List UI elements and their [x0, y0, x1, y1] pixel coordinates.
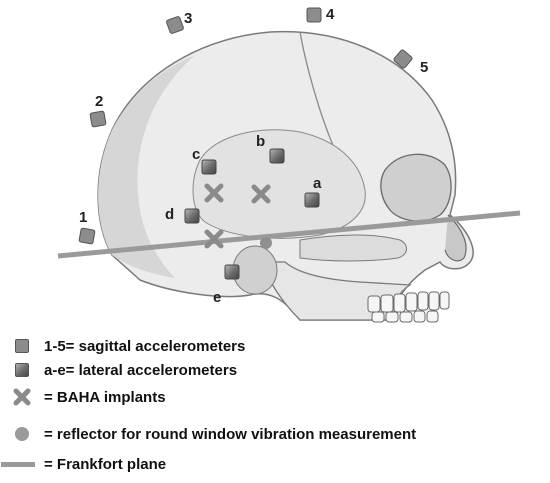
teeth	[367, 291, 450, 323]
sagittal-marker-3	[166, 16, 184, 34]
lateral-markers: a b c d e	[165, 133, 322, 306]
lateral-accelerometer-icon	[15, 363, 29, 377]
legend-row-sagittal: 1-5= sagittal accelerometers	[0, 334, 245, 358]
legend-lateral-text: a-e= lateral accelerometers	[44, 361, 238, 379]
skull-illustration	[97, 30, 474, 323]
baha-implant-cross	[204, 229, 224, 249]
legend-row-frankfort: = Frankfort plane	[0, 452, 166, 476]
sagittal-accelerometer-icon	[15, 339, 29, 353]
sagittal-markers: 1 2 3 4 5	[78, 6, 428, 245]
baha-implant-cross	[204, 183, 224, 203]
legend-frankfort-text: = Frankfort plane	[44, 455, 167, 473]
zygomatic-arch	[299, 234, 407, 262]
eye-socket	[380, 153, 452, 222]
sagittal-label: 3	[184, 10, 192, 27]
baha-implants	[204, 183, 271, 249]
sagittal-label: 4	[326, 6, 335, 23]
mastoid-process	[232, 245, 278, 295]
lateral-label: a	[313, 175, 322, 192]
legend-implants-text: = BAHA implants	[44, 388, 166, 406]
legend-row-reflector: = reflector for round window vibration m…	[0, 422, 416, 446]
sagittal-marker-5	[393, 49, 413, 69]
lateral-label: e	[213, 289, 221, 306]
nasal-aperture	[444, 214, 467, 262]
legend: 1-5= sagittal accelerometers a-e= latera…	[0, 330, 550, 483]
lateral-marker-d	[184, 208, 200, 224]
legend-row-lateral: a-e= lateral accelerometers	[0, 358, 237, 382]
lateral-marker-b	[269, 148, 285, 164]
sagittal-label: 1	[79, 209, 87, 226]
legend-sagittal-text: 1-5= sagittal accelerometers	[44, 337, 246, 355]
lateral-label: c	[192, 146, 200, 163]
occipital-shade	[98, 55, 195, 278]
sagittal-label: 2	[95, 93, 103, 110]
lateral-marker-a	[304, 192, 320, 208]
skull-diagram: 1 2 3 4 5 a b c d e	[57, 6, 521, 323]
lateral-marker-c	[201, 159, 217, 175]
baha-implant-cross	[251, 184, 271, 204]
frankfort-plane-icon	[1, 461, 35, 467]
legend-row-implants: = BAHA implants	[0, 385, 166, 409]
sagittal-label: 5	[420, 59, 428, 76]
temporal-region	[192, 129, 366, 239]
baha-implant-icon	[13, 388, 31, 406]
sagittal-marker-4	[306, 7, 322, 23]
reflector-icon	[15, 427, 29, 441]
frankfort-plane-line	[57, 210, 521, 259]
round-window-reflector	[260, 237, 272, 249]
sagittal-marker-1	[78, 227, 96, 245]
legend-reflector-text: = reflector for round window vibration m…	[44, 425, 417, 443]
lateral-label: b	[256, 133, 265, 150]
sagittal-marker-2	[89, 110, 107, 128]
lateral-label: d	[165, 206, 174, 223]
lateral-marker-e	[224, 264, 240, 280]
